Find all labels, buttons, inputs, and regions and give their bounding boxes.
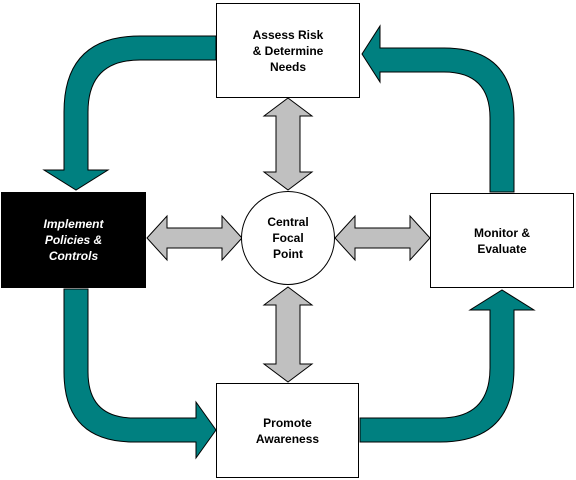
link-arrow-implement-central (146, 214, 243, 262)
link-arrow-central-monitor (334, 214, 431, 262)
cycle-arrow-promote-to-monitor (359, 289, 536, 443)
node-promote-awareness: Promote Awareness (216, 383, 359, 478)
link-arrow-assess-central (262, 97, 314, 191)
cycle-arrow-monitor-to-assess (361, 24, 515, 193)
node-assess-risk: Assess Risk & Determine Needs (216, 3, 360, 98)
node-central-focal-point: Central Focal Point (241, 191, 335, 285)
cycle-arrows (42, 24, 536, 460)
cycle-arrow-assess-to-implement (42, 35, 217, 191)
cycle-arrow-implement-to-promote (63, 288, 217, 460)
node-monitor-evaluate: Monitor & Evaluate (430, 193, 574, 288)
node-implement-policies: Implement Policies & Controls (1, 192, 146, 288)
link-arrow-central-promote (262, 286, 314, 383)
